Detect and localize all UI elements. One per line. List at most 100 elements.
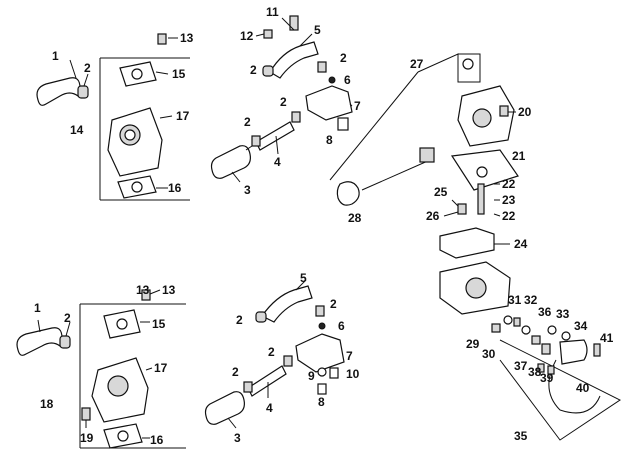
fitting-6b bbox=[318, 322, 326, 330]
inset-box bbox=[457, 53, 481, 83]
callout-26: 26 bbox=[426, 209, 440, 223]
callout-4: 4 bbox=[274, 155, 281, 169]
solenoid-40 bbox=[559, 339, 588, 365]
fitting-8 bbox=[337, 117, 349, 131]
cap-28 bbox=[336, 181, 360, 206]
part-31 bbox=[513, 317, 521, 327]
callout-40: 40 bbox=[576, 381, 590, 395]
screw-13 bbox=[157, 33, 167, 45]
group-top-middle bbox=[210, 15, 353, 183]
callout-2-tm1: 2 bbox=[250, 63, 257, 77]
callout-25: 25 bbox=[434, 185, 448, 199]
callout-39: 39 bbox=[540, 371, 554, 385]
group-bottom-right bbox=[491, 315, 621, 441]
leader-2a bbox=[83, 73, 89, 87]
group-top-left bbox=[36, 33, 190, 201]
fuel-filter-3 bbox=[210, 145, 251, 179]
leader-15a bbox=[155, 71, 169, 75]
leader-17b bbox=[145, 367, 153, 371]
callout-1: 1 bbox=[52, 49, 59, 63]
gasket-15-hole bbox=[131, 68, 143, 80]
gasket-21-hole bbox=[476, 166, 488, 178]
leader-17a bbox=[159, 115, 173, 119]
bracket-18 bbox=[79, 303, 186, 449]
callout-15: 15 bbox=[172, 67, 186, 81]
leader-1 bbox=[69, 59, 77, 79]
bracket-14 bbox=[99, 57, 190, 201]
group-right bbox=[329, 53, 519, 315]
callout-38: 38 bbox=[528, 365, 542, 379]
carburetor-body-bore bbox=[465, 277, 487, 299]
callout-2-tm3: 2 bbox=[280, 95, 287, 109]
fuel-pump-7b bbox=[295, 333, 345, 373]
leader-5b bbox=[295, 279, 307, 291]
clamp-2g bbox=[255, 311, 267, 323]
callout-19: 19 bbox=[80, 431, 94, 445]
callout-1b: 1 bbox=[34, 301, 41, 315]
callout-numbers: 1 2 15 17 16 14 13 11 12 5 2 2 6 2 7 2 8… bbox=[34, 5, 614, 447]
fitting-6 bbox=[328, 76, 336, 84]
clamp-2d bbox=[291, 111, 301, 123]
leader-13b bbox=[149, 289, 161, 295]
callout-22b: 22 bbox=[502, 209, 516, 223]
gasket-15b-hole bbox=[116, 318, 128, 330]
leader-7a bbox=[349, 103, 353, 107]
leader-22b bbox=[493, 213, 501, 217]
part-36 bbox=[531, 335, 541, 345]
washer-30 bbox=[503, 315, 513, 325]
callout-32: 32 bbox=[524, 293, 538, 307]
callout-13b: 13 bbox=[136, 283, 150, 297]
callout-14: 14 bbox=[70, 123, 84, 137]
leader-3b bbox=[227, 417, 237, 429]
inset-part bbox=[462, 58, 474, 70]
clamp-2 bbox=[77, 85, 89, 99]
fitting-8b bbox=[317, 383, 327, 395]
wire-40 bbox=[548, 359, 601, 414]
group-bottom-left bbox=[16, 289, 186, 449]
callout-13c: 13 bbox=[162, 283, 176, 297]
callout-33: 33 bbox=[556, 307, 570, 321]
shaft-28 bbox=[361, 159, 431, 191]
callout-4b: 4 bbox=[266, 401, 273, 415]
callout-9: 9 bbox=[308, 369, 315, 383]
callout-22a: 22 bbox=[502, 177, 516, 191]
group-bottom-middle bbox=[204, 279, 345, 429]
carburetor-17-throat bbox=[124, 129, 136, 141]
part-39 bbox=[547, 365, 555, 375]
bracket-35 bbox=[499, 339, 621, 441]
leader-filter-link bbox=[245, 145, 253, 151]
float-24 bbox=[439, 227, 495, 259]
callout-37: 37 bbox=[514, 359, 528, 373]
clamp-2b bbox=[262, 65, 274, 77]
callout-12: 12 bbox=[240, 29, 254, 43]
callout-29: 29 bbox=[466, 337, 480, 351]
gasket-16b-hole bbox=[117, 430, 129, 442]
leader-5a bbox=[299, 33, 313, 47]
screw-25 bbox=[457, 203, 467, 215]
leader-12a bbox=[255, 33, 265, 37]
callout-7: 7 bbox=[354, 99, 361, 113]
fuel-filter-3b bbox=[204, 391, 245, 425]
carburetor-top-bore bbox=[472, 108, 492, 128]
leader-2b bbox=[65, 321, 71, 337]
callout-30: 30 bbox=[482, 347, 496, 361]
callout-31: 31 bbox=[508, 293, 522, 307]
callout-18: 18 bbox=[40, 397, 54, 411]
callout-2: 2 bbox=[84, 61, 91, 75]
hose-4b bbox=[247, 365, 287, 397]
callout-7b: 7 bbox=[346, 349, 353, 363]
screw-13b bbox=[141, 289, 151, 301]
callout-17: 17 bbox=[176, 109, 190, 123]
callout-2-tm4: 2 bbox=[244, 115, 251, 129]
hose-5 bbox=[269, 41, 319, 79]
hose-5b bbox=[261, 285, 313, 323]
clamp-2f bbox=[59, 335, 71, 349]
callout-15b: 15 bbox=[152, 317, 166, 331]
callout-5b: 5 bbox=[300, 271, 307, 285]
part-32 bbox=[521, 325, 531, 335]
bushing bbox=[419, 147, 435, 163]
callout-20: 20 bbox=[518, 105, 532, 119]
callout-24: 24 bbox=[514, 237, 528, 251]
